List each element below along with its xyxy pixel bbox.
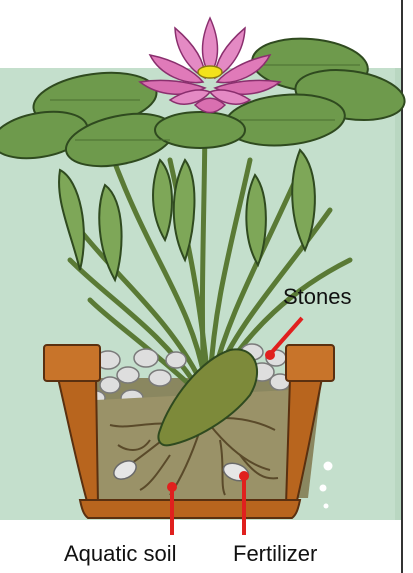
aquatic-soil-label: Aquatic soil — [64, 543, 177, 565]
stones-label: Stones — [283, 286, 352, 308]
pot-base — [80, 500, 300, 518]
water-edge — [395, 68, 401, 520]
fertilizer-label: Fertilizer — [233, 543, 317, 565]
stones-pointer-dot — [265, 350, 275, 360]
pot-rim-left — [44, 345, 100, 381]
soil-pointer-dot — [167, 482, 177, 492]
pot-rim-right — [286, 345, 334, 381]
fertilizer-pointer-dot — [239, 471, 249, 481]
